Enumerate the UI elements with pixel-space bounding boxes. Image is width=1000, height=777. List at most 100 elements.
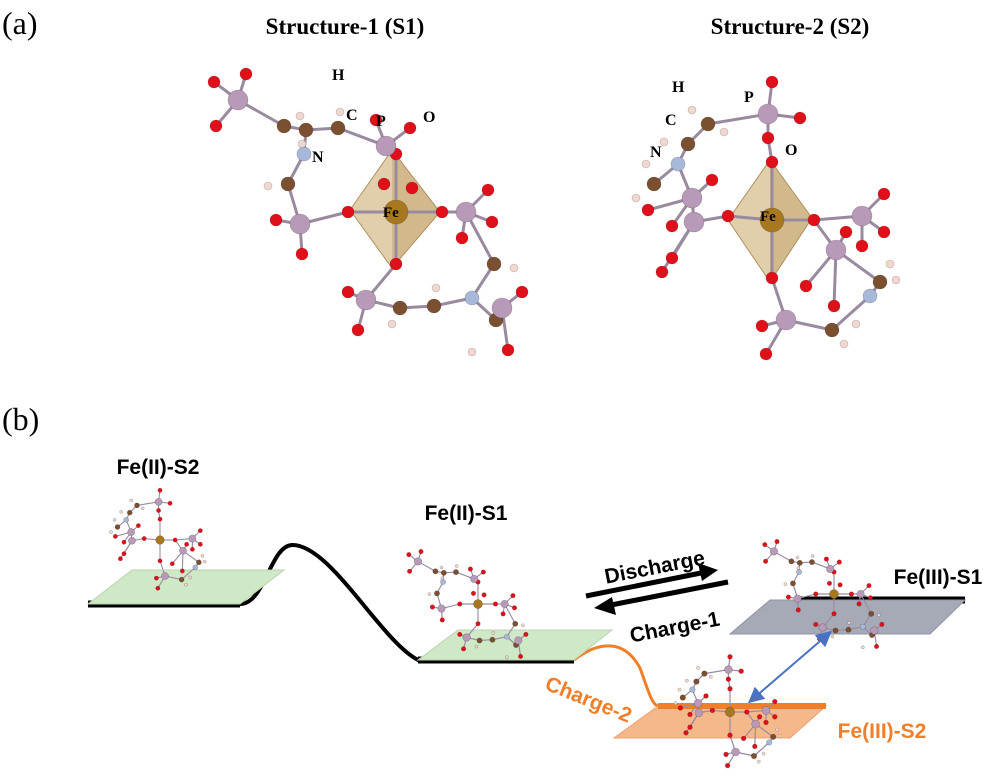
oxygen-atom bbox=[523, 631, 529, 637]
phosphorus-atom bbox=[437, 604, 446, 613]
oxygen-atom bbox=[813, 591, 819, 597]
hydrogen-atom bbox=[777, 734, 782, 738]
s2-atom-label-o: O bbox=[785, 142, 797, 159]
oxygen-atom bbox=[765, 155, 779, 169]
phosphorus-atom bbox=[751, 719, 760, 729]
iron-atom bbox=[383, 199, 409, 225]
carbon-atom bbox=[476, 637, 483, 644]
carbon-atom bbox=[824, 322, 840, 338]
oxygen-atom bbox=[457, 631, 463, 637]
oxygen-atom bbox=[485, 215, 499, 229]
carbon-atom bbox=[178, 576, 185, 583]
nitrogen-atom bbox=[796, 569, 803, 575]
carbon-atom bbox=[750, 752, 758, 760]
s1-atom-label-n: N bbox=[312, 149, 324, 166]
bond bbox=[707, 112, 769, 126]
carbon-atom bbox=[126, 509, 133, 516]
oxygen-atom bbox=[795, 607, 801, 613]
carbon-atom bbox=[680, 136, 696, 152]
phosphorus-atom bbox=[694, 708, 704, 718]
oxygen-atom bbox=[687, 711, 693, 718]
carbon-atom bbox=[432, 568, 439, 575]
hydrogen-atom bbox=[810, 554, 815, 558]
oxygen-atom bbox=[807, 213, 821, 227]
oxygen-atom bbox=[879, 621, 885, 627]
nitrogen-atom bbox=[123, 517, 129, 523]
charge1-arrow-head bbox=[594, 597, 616, 615]
oxygen-atom bbox=[135, 523, 141, 529]
carbon-atom bbox=[832, 627, 839, 634]
phosphorus-atom bbox=[693, 698, 703, 708]
oxygen-atom bbox=[727, 732, 733, 738]
oxygen-atom bbox=[197, 528, 203, 534]
hydrogen-atom bbox=[783, 582, 788, 586]
hydrogen-atom bbox=[491, 631, 496, 635]
oxygen-atom bbox=[705, 173, 719, 187]
nitrogen-atom bbox=[296, 146, 312, 162]
oxygen-atom bbox=[721, 209, 735, 223]
oxygen-atom bbox=[418, 548, 424, 555]
oxygen-atom bbox=[725, 676, 732, 682]
oxygen-atom bbox=[665, 251, 679, 265]
oxygen-atom bbox=[207, 75, 221, 89]
hydrogen-atom bbox=[877, 613, 881, 618]
hydrogen-atom bbox=[263, 181, 273, 191]
mini-fe3-s2 bbox=[673, 654, 782, 769]
oxygen-atom bbox=[793, 111, 807, 125]
carbon-atom bbox=[701, 670, 708, 677]
oxygen-atom bbox=[839, 225, 853, 239]
hydrogen-atom bbox=[119, 510, 123, 514]
oxygen-atom bbox=[341, 205, 355, 219]
phosphorus-atom bbox=[818, 623, 827, 632]
carbon-atom bbox=[693, 678, 700, 685]
oxygen-atom bbox=[761, 131, 775, 145]
nitrogen-atom bbox=[859, 623, 866, 630]
oxygen-atom bbox=[799, 279, 813, 293]
phosphorus-atom bbox=[355, 289, 377, 311]
s2-atom-label-n: N bbox=[650, 144, 662, 161]
oxygen-atom bbox=[467, 566, 473, 572]
oxygen-atom bbox=[827, 299, 841, 313]
oxygen-atom bbox=[837, 582, 843, 588]
hydrogen-atom bbox=[454, 564, 459, 568]
phosphorus-atom bbox=[514, 636, 523, 645]
carbon-atom bbox=[512, 620, 519, 627]
carbon-atom bbox=[298, 122, 314, 138]
mini-fe2-s1 bbox=[406, 548, 529, 660]
s1-atom-label-p: P bbox=[376, 113, 386, 130]
oxygen-atom bbox=[269, 213, 283, 227]
oxygen-atom bbox=[683, 730, 689, 736]
s1-octahedron-face bbox=[392, 150, 440, 268]
label-fe3-s2: Fe(III)-S2 bbox=[838, 720, 927, 743]
hydrogen-atom bbox=[184, 582, 188, 587]
oxygen-atom bbox=[687, 724, 693, 730]
carbon-atom bbox=[646, 176, 662, 192]
s1-atom-label-h: H bbox=[332, 67, 345, 84]
oxygen-atom bbox=[703, 693, 709, 699]
oxygen-atom bbox=[785, 594, 791, 600]
oxygen-atom bbox=[763, 719, 769, 726]
phosphorus-atom bbox=[128, 536, 136, 545]
oxygen-atom bbox=[429, 604, 435, 610]
oxygen-atom bbox=[492, 601, 499, 607]
carbon-atom bbox=[280, 176, 296, 192]
oxygen-atom bbox=[762, 542, 768, 548]
hydrogen-atom bbox=[839, 339, 849, 349]
oxygen-atom bbox=[481, 592, 487, 598]
phosphorus-atom bbox=[870, 626, 879, 635]
carbon-atom bbox=[872, 274, 888, 290]
oxygen-atom bbox=[759, 347, 773, 361]
oxygen-atom bbox=[723, 751, 729, 758]
plane-fe3-s1 bbox=[728, 599, 967, 635]
nitrogen-atom bbox=[766, 739, 773, 746]
oxygen-atom bbox=[727, 686, 733, 692]
oxygen-atom bbox=[189, 546, 195, 552]
carbon-atom bbox=[440, 569, 447, 576]
oxygen-atom bbox=[480, 569, 486, 575]
oxygen-atom bbox=[406, 552, 412, 558]
nitrogen-atom bbox=[689, 686, 696, 693]
oxygen-atom bbox=[765, 75, 779, 89]
oxygen-atom bbox=[197, 541, 203, 547]
oxygen-atom bbox=[481, 183, 495, 197]
nitrogen-atom bbox=[464, 290, 480, 306]
